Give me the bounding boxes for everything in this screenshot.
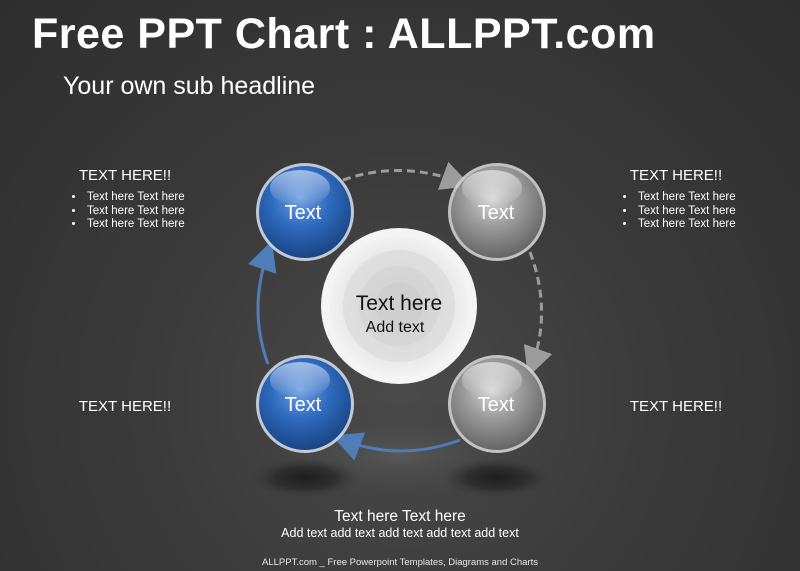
footer-text: ALLPPT.com _ Free Powerpoint Templates, … (262, 557, 538, 568)
page-subtitle: Your own sub headline (63, 72, 316, 100)
node-top-left (256, 163, 354, 261)
list-item: Text here Text here (85, 218, 185, 232)
node-bottom-right (448, 355, 546, 453)
shadow-pad-left (250, 458, 360, 498)
list-item: Text here Text here (85, 205, 185, 219)
page-title: Free PPT Chart : ALLPPT.com (32, 10, 656, 58)
list-item: Text here Text here (636, 205, 736, 219)
node-top-right (448, 163, 546, 261)
shadow-pad-right (442, 458, 552, 498)
bottom-text: Add text add text add text add text add … (281, 526, 519, 540)
arrow-left (247, 240, 277, 365)
center-text: Add text (366, 319, 425, 336)
list-item: Text here Text here (85, 191, 185, 205)
right-top-bullet-list: Text here Text here Text here Text here … (616, 191, 736, 232)
node-top-left-label: Text (285, 202, 322, 224)
center-disk (321, 228, 477, 384)
node-bottom-left (256, 355, 354, 453)
left-top-bullet-list: Text here Text here Text here Text here … (65, 191, 185, 232)
arrow-bottom (331, 432, 461, 461)
node-top-right-label: Text (478, 202, 515, 224)
arrow-top (342, 161, 472, 190)
list-item: Text here Text here (636, 218, 736, 232)
node-bottom-right-label: Text (478, 394, 515, 416)
bottom-title: Text here Text here (334, 508, 466, 525)
left-bottom-heading: TEXT HERE!! (78, 398, 172, 415)
right-top-heading: TEXT HERE!! (629, 167, 723, 184)
arrow-right (523, 251, 553, 378)
right-bottom-heading: TEXT HERE!! (629, 398, 723, 415)
list-item: Text here Text here (636, 191, 736, 205)
left-top-heading: TEXT HERE!! (78, 167, 172, 184)
node-bottom-left-label: Text (285, 394, 322, 416)
center-title: Text here (356, 292, 442, 315)
